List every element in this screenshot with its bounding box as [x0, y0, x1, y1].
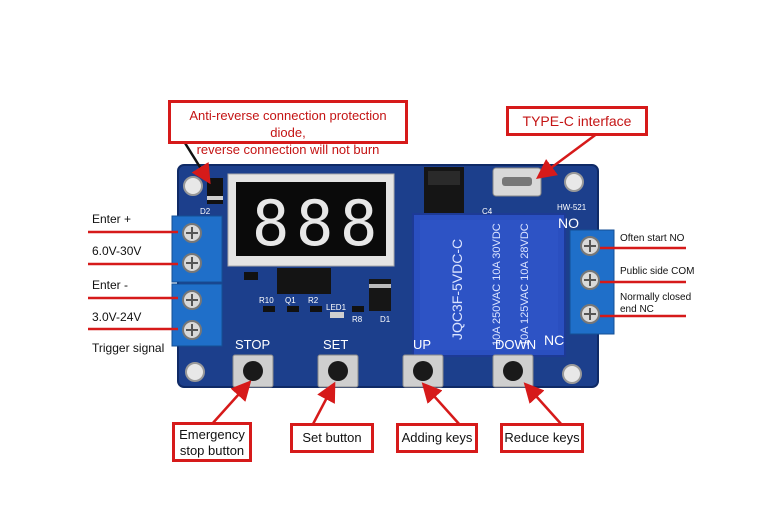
silk-d2: D2	[200, 207, 211, 216]
diode-d1	[369, 279, 391, 311]
display-digit-3: 8	[340, 187, 377, 260]
arrow-typec	[535, 131, 599, 179]
mounting-hole-bottom-left	[185, 362, 205, 382]
stop-button	[232, 354, 274, 388]
protection-diode	[207, 178, 223, 204]
silk-set: SET	[323, 337, 348, 352]
label-trigger: Trigger signal	[92, 341, 165, 355]
display-window	[236, 182, 386, 256]
callout-add-label: Adding keys	[401, 430, 473, 445]
display-digit-2: 8	[296, 187, 333, 260]
callout-reduce: Reduce keys	[500, 423, 584, 453]
silk-no: NO	[558, 215, 579, 231]
down-button	[492, 354, 534, 388]
silk-up: UP	[413, 337, 431, 352]
silk-led1: LED1	[326, 303, 347, 312]
silk-stop: STOP	[235, 337, 270, 352]
callout-diode: Anti-reverse connection protection diode…	[168, 100, 408, 157]
callout-reduce-label: Reduce keys	[504, 430, 580, 445]
silk-r2: R2	[308, 296, 319, 305]
callout-typec: TYPE-C interface	[506, 106, 648, 136]
mounting-hole-top-right	[564, 172, 584, 192]
callout-typec-label: TYPE-C interface	[522, 113, 632, 129]
set-button	[317, 354, 359, 388]
callout-stop-line2: stop button	[179, 443, 245, 458]
label-range-low: 3.0V-24V	[92, 310, 142, 324]
label-nc-line1: Normally closed	[620, 292, 692, 303]
up-button	[402, 354, 444, 388]
callout-diode-line1: Anti-reverse connection protection diode…	[189, 108, 387, 140]
callout-set-label: Set button	[302, 430, 362, 445]
display-digit-1: 8	[252, 187, 289, 260]
silk-board-id: HW-521	[557, 203, 587, 212]
arrow-add	[421, 382, 461, 426]
label-enter-minus: Enter -	[92, 278, 129, 292]
label-no: Often start NO	[620, 233, 685, 244]
relay-rating-2: 10A 125VAC 10A 28VDC	[519, 223, 531, 346]
silk-down: DOWN	[495, 337, 536, 352]
callout-stop-line1: Emergency	[179, 427, 245, 442]
relay-model: JQC3F-5VDC-C	[449, 239, 465, 340]
mounting-hole-top-left	[183, 176, 203, 196]
mosfet-chip	[277, 268, 331, 294]
callout-diode-line2: reverse connection will not burn	[196, 142, 380, 157]
silk-c4: C4	[482, 207, 493, 216]
label-com: Public side COM	[620, 266, 695, 277]
silk-nc: NC	[544, 332, 564, 348]
callout-set: Set button	[290, 423, 374, 453]
arrow-set	[310, 381, 336, 427]
callout-add: Adding keys	[396, 423, 478, 453]
arrow-stop	[211, 380, 252, 425]
silk-r10: R10	[259, 296, 274, 305]
arrow-diode	[183, 142, 211, 185]
relay-rating-1: 10A 250VAC 10A 30VDC	[491, 223, 503, 346]
silk-r8: R8	[352, 315, 363, 324]
arrow-reduce	[523, 382, 563, 426]
label-range-high: 6.0V-30V	[92, 244, 142, 258]
label-enter-plus: Enter +	[92, 212, 132, 226]
label-nc-line2: end NC	[620, 304, 654, 315]
silk-q1: Q1	[285, 296, 296, 305]
silk-d1: D1	[380, 315, 391, 324]
mounting-hole-bottom-right	[562, 364, 582, 384]
callout-stop: Emergency stop button	[172, 422, 252, 462]
